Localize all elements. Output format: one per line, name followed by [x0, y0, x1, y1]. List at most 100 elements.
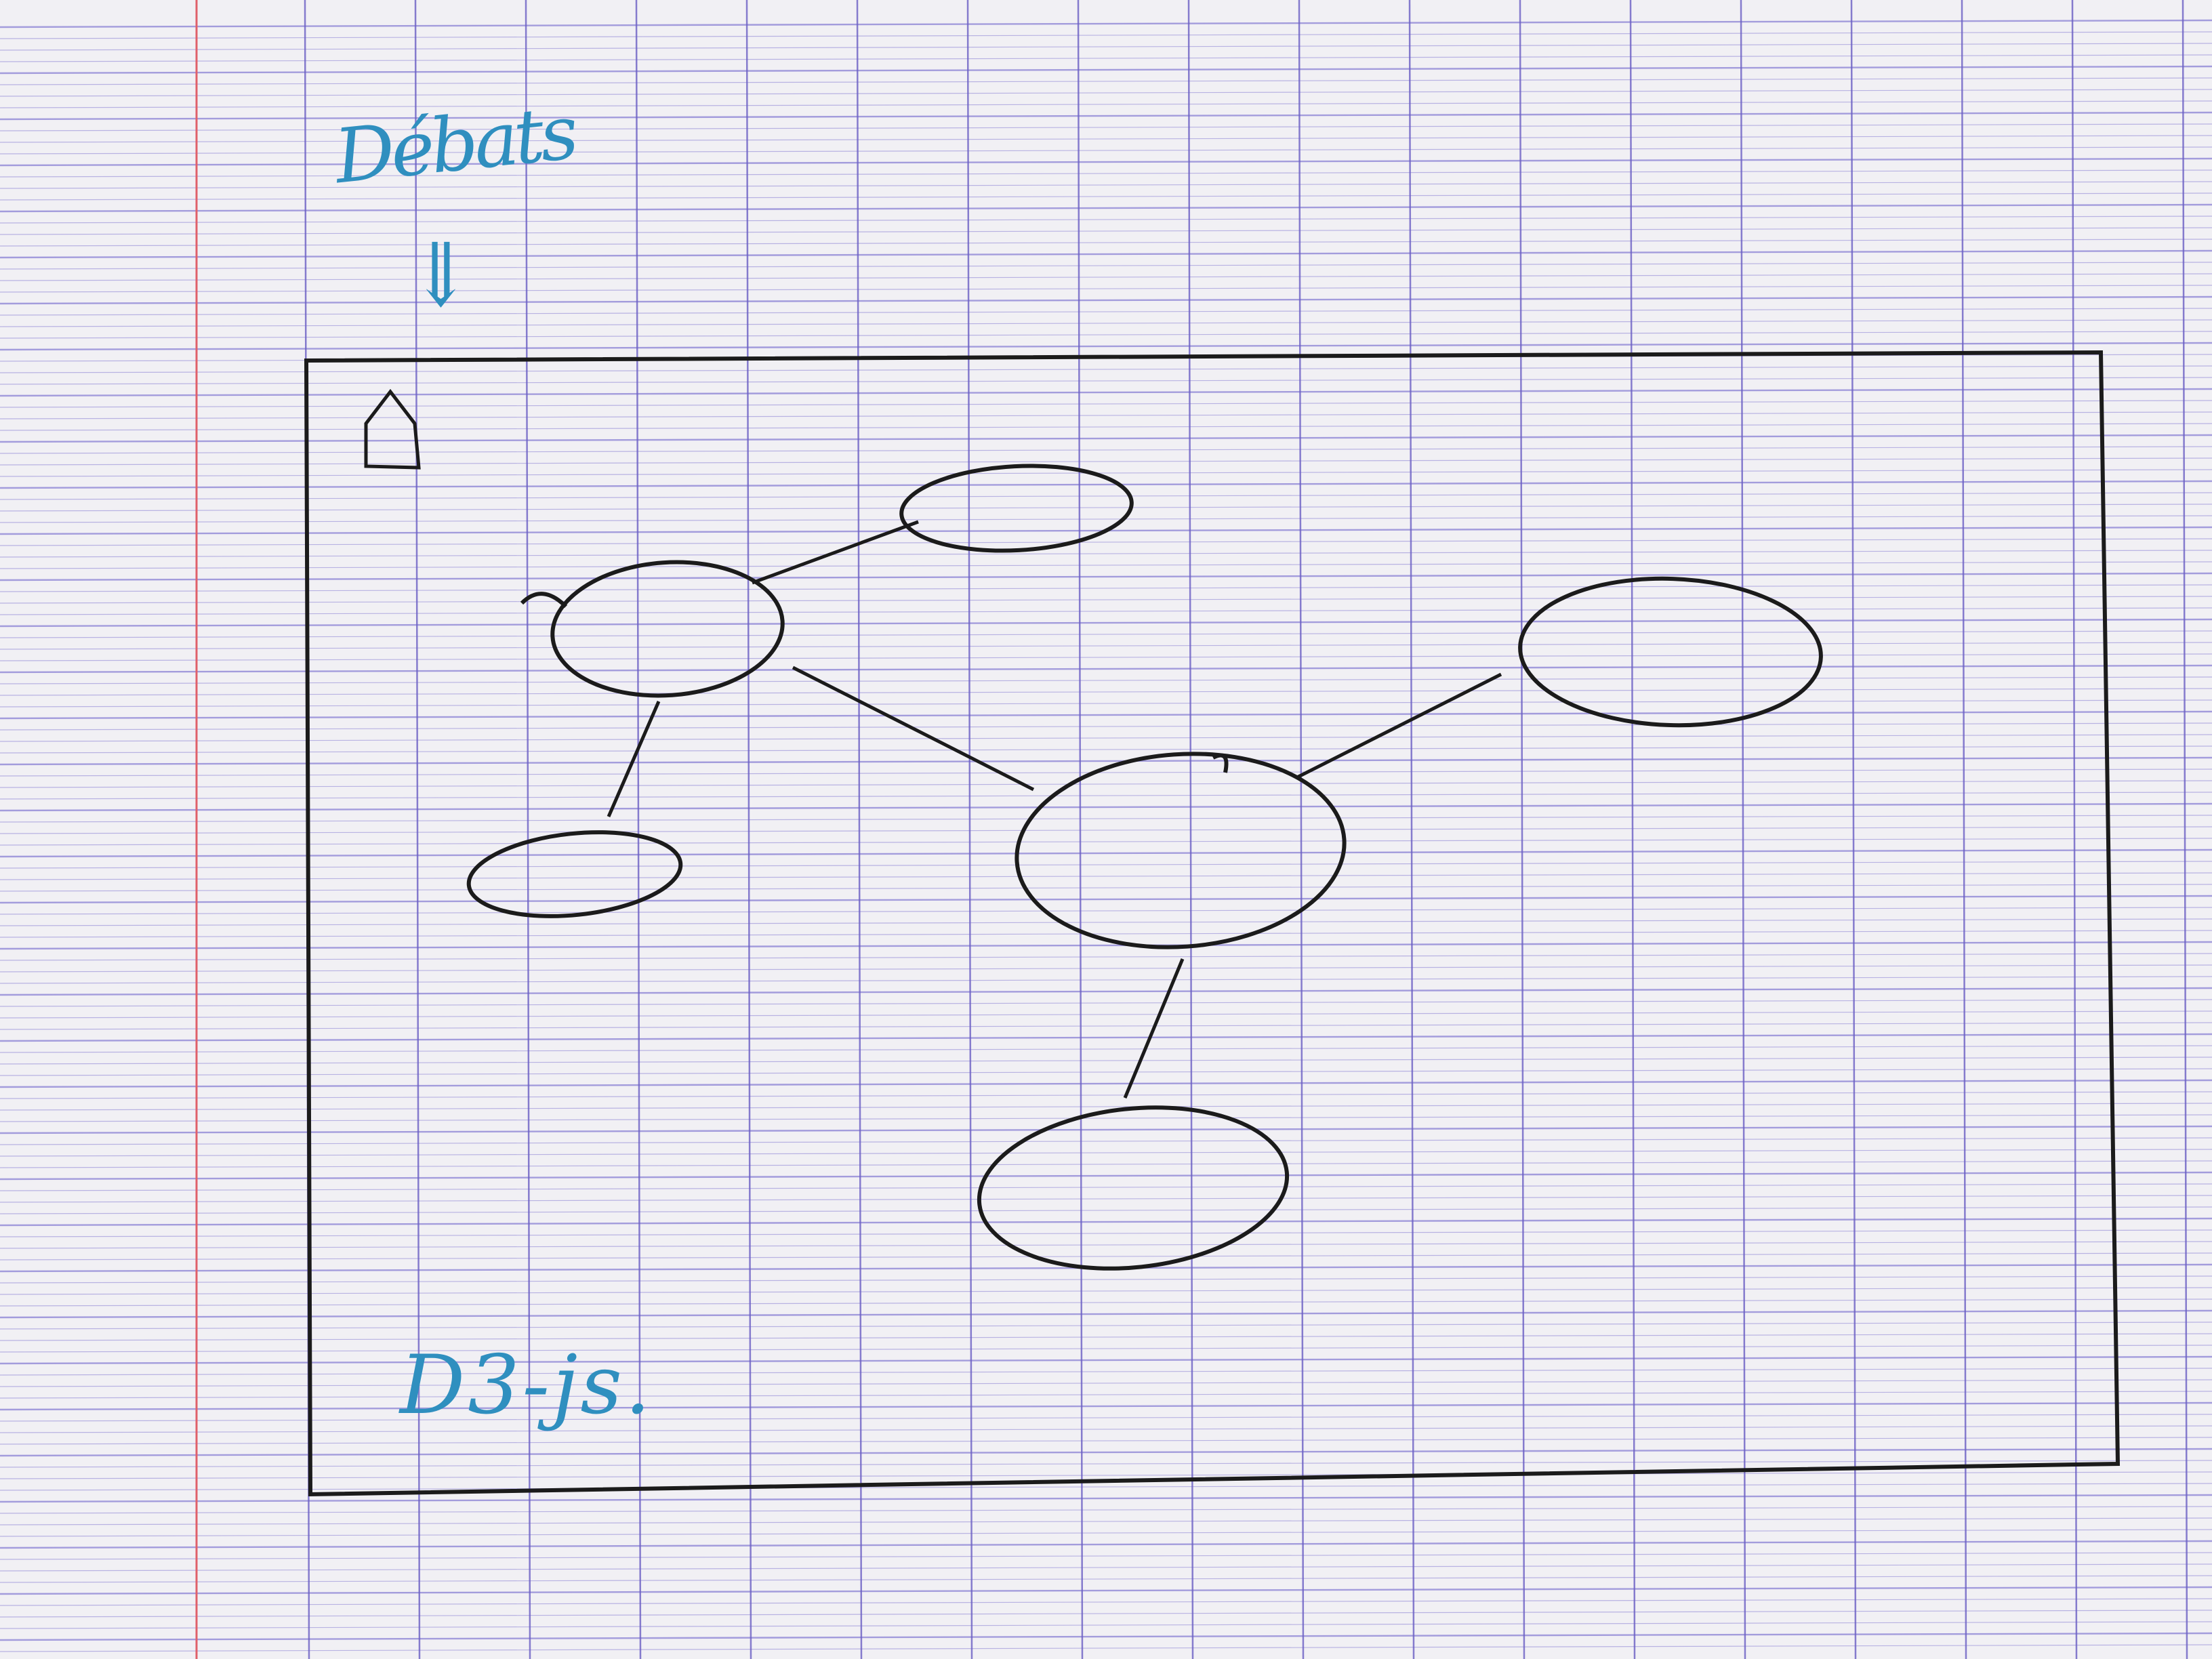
ruled-line [0, 192, 2212, 201]
ruled-line [0, 1586, 2212, 1595]
ruled-line [0, 710, 2212, 720]
ruled-line [0, 538, 2212, 546]
ruled-line [0, 642, 2212, 650]
ruled-line [0, 54, 2212, 62]
ruled-line [0, 1229, 2212, 1237]
ruled-line [0, 1529, 2212, 1537]
ruled-line [0, 1460, 2212, 1468]
ruled-line [0, 1103, 2212, 1111]
ruled-line [0, 1033, 2212, 1042]
ruled-line [0, 43, 2212, 51]
graph-node[interactable] [465, 823, 685, 926]
ruled-line [0, 1333, 2212, 1341]
ruled-line [0, 1563, 2212, 1572]
graph-node[interactable] [1010, 743, 1351, 958]
ruled-line [0, 469, 2212, 477]
ruled-line [0, 930, 2212, 938]
ruled-line [0, 1309, 2212, 1319]
ruled-line [0, 550, 2212, 558]
grid-column-line [2071, 0, 2078, 1659]
ruled-line [0, 1287, 2212, 1295]
ruled-line [0, 515, 2212, 523]
ruled-line [0, 1540, 2212, 1549]
grid-column-line [414, 0, 421, 1659]
ruled-line [0, 203, 2212, 213]
ruled-line [0, 1345, 2212, 1353]
grid-column-line [745, 0, 752, 1659]
graph-node[interactable] [548, 554, 787, 703]
ruled-line [0, 504, 2212, 512]
ruled-line [0, 572, 2212, 581]
grid-column-line [1408, 0, 1415, 1659]
ruled-line [0, 331, 2212, 339]
ruled-line [0, 457, 2212, 466]
ruled-line [0, 1322, 2212, 1330]
graph-edge [607, 701, 661, 817]
ruled-line [0, 388, 2212, 397]
ruled-line [0, 999, 2212, 1007]
ruled-line [0, 423, 2212, 431]
ruled-line [0, 964, 2212, 972]
ruled-line [0, 31, 2212, 39]
ruled-line [0, 607, 2212, 615]
ruled-line [0, 1298, 2212, 1307]
ruled-line [0, 239, 2212, 247]
grid-column-line [856, 0, 863, 1659]
ruled-line [0, 987, 2212, 996]
ruled-line [0, 1241, 2212, 1249]
ruled-line [0, 65, 2212, 75]
ruled-line [0, 802, 2212, 812]
ruled-line [0, 584, 2212, 592]
ruled-line [0, 1425, 2212, 1433]
library-annotation: D3-js. [400, 1338, 654, 1433]
grid-column-line [525, 0, 531, 1659]
ruled-line [0, 745, 2212, 754]
graph-node[interactable] [1517, 573, 1823, 730]
ruled-line [0, 1483, 2212, 1491]
ruled-line [0, 884, 2212, 892]
ruled-line [0, 826, 2212, 834]
ruled-line [0, 792, 2212, 800]
ruled-line [0, 769, 2212, 777]
ruled-line [0, 400, 2212, 408]
ruled-line [0, 1068, 2212, 1076]
ruled-line [0, 1195, 2212, 1203]
ruled-line [0, 561, 2212, 569]
ruled-line [0, 135, 2212, 143]
ruled-line [0, 1610, 2212, 1618]
ruled-line [0, 492, 2212, 500]
ruled-line [0, 1057, 2212, 1065]
grid-column-line [2182, 0, 2188, 1659]
home-icon[interactable] [364, 388, 421, 470]
down-arrow-icon: ⇓ [411, 224, 471, 327]
graph-node[interactable] [899, 460, 1134, 556]
ruled-line [0, 1401, 2212, 1411]
graph-edge [792, 665, 1035, 792]
ruled-line [0, 111, 2212, 121]
ruled-line [0, 319, 2212, 327]
ruled-line [0, 976, 2212, 984]
ruled-lines [0, 19, 2212, 1652]
ruled-line [0, 1379, 2212, 1387]
ruled-line [0, 1391, 2212, 1399]
ruled-line [0, 676, 2212, 684]
ruled-line [0, 1575, 2212, 1583]
ruled-line [0, 227, 2212, 235]
ruled-line [0, 146, 2212, 155]
ruled-line [0, 1045, 2212, 1053]
graph-node[interactable] [971, 1093, 1295, 1283]
ruled-line [0, 1414, 2212, 1422]
grid-column-line [1850, 0, 1857, 1659]
ruled-line [0, 434, 2212, 443]
ruled-line [0, 1275, 2212, 1284]
ruled-line [0, 838, 2212, 846]
ruled-line [0, 377, 2212, 385]
ruled-line [0, 653, 2212, 661]
ruled-line [0, 1644, 2212, 1652]
grid-column-line [1298, 0, 1305, 1659]
ruled-line [0, 1125, 2212, 1134]
graph-nodes [465, 460, 1823, 1283]
ruled-line [0, 157, 2212, 167]
